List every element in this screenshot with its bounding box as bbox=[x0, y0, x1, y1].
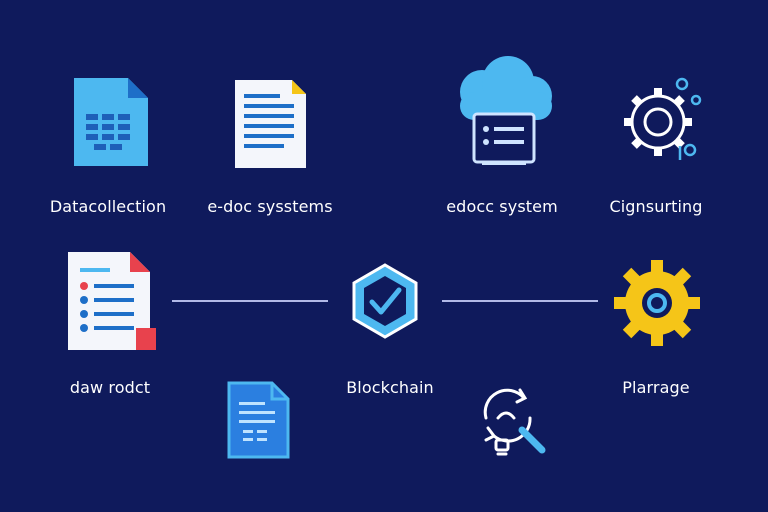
gears-icon bbox=[624, 77, 702, 160]
blue-document-icon bbox=[227, 381, 290, 459]
list-document-icon bbox=[68, 252, 156, 350]
label-edocc-system: edocc system bbox=[446, 197, 558, 216]
search-refresh-icon bbox=[483, 388, 546, 456]
label-plarrage: Plarrage bbox=[622, 378, 690, 397]
connector-line-left bbox=[172, 300, 328, 302]
blockchain-hexagon-check-icon bbox=[352, 263, 418, 339]
label-edoc-systems: e-doc sysstems bbox=[207, 197, 333, 216]
label-daw-rodct: daw rodct bbox=[69, 378, 151, 397]
text-document-icon bbox=[235, 80, 306, 168]
label-blockchain: Blockchain bbox=[346, 378, 434, 397]
cloud-server-icon bbox=[460, 56, 552, 165]
spreadsheet-document-icon bbox=[74, 78, 148, 166]
connector-line-right bbox=[442, 300, 598, 302]
yellow-gear-icon bbox=[614, 260, 700, 346]
label-cignsurting: Cignsurting bbox=[609, 197, 703, 216]
label-datacollection: Datacollection bbox=[49, 197, 167, 216]
